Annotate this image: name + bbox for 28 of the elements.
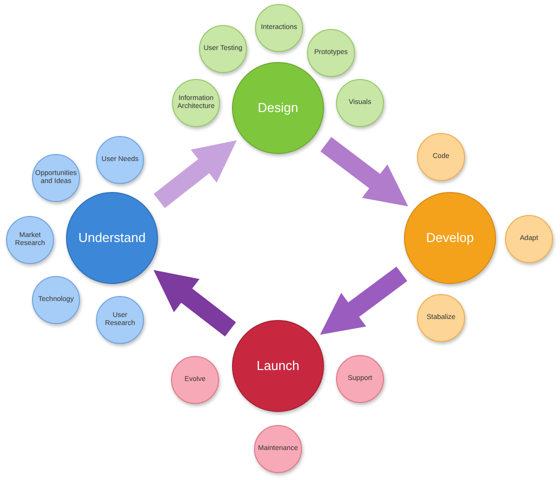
topic-circle [255,4,303,52]
stage-label: Develop [426,230,474,246]
topic-circle [336,79,384,127]
arrow [320,137,408,206]
topic-circle [505,215,553,263]
topic-circle [199,25,247,73]
topic-circle [171,356,219,404]
arrow [320,266,408,335]
topic-circle [96,296,144,344]
stage-circle [232,320,324,412]
topic-circle [6,216,54,264]
stage-label: Launch [256,358,300,374]
topic-circle [417,294,465,342]
stage-label: Understand [78,230,146,246]
stage-circle [404,192,496,284]
topic-circle [307,29,355,77]
stage-circle [232,62,324,154]
topic-circle [336,355,384,403]
topic-circle [417,133,465,181]
stage-label: Design [258,100,298,116]
topic-circle [96,136,144,184]
arrow [154,270,236,336]
stage-circle [66,192,158,284]
topic-circle [172,79,220,127]
topic-circle [32,276,80,324]
topic-circle [32,154,80,202]
topic-circle [254,425,302,473]
arrow [154,140,237,208]
